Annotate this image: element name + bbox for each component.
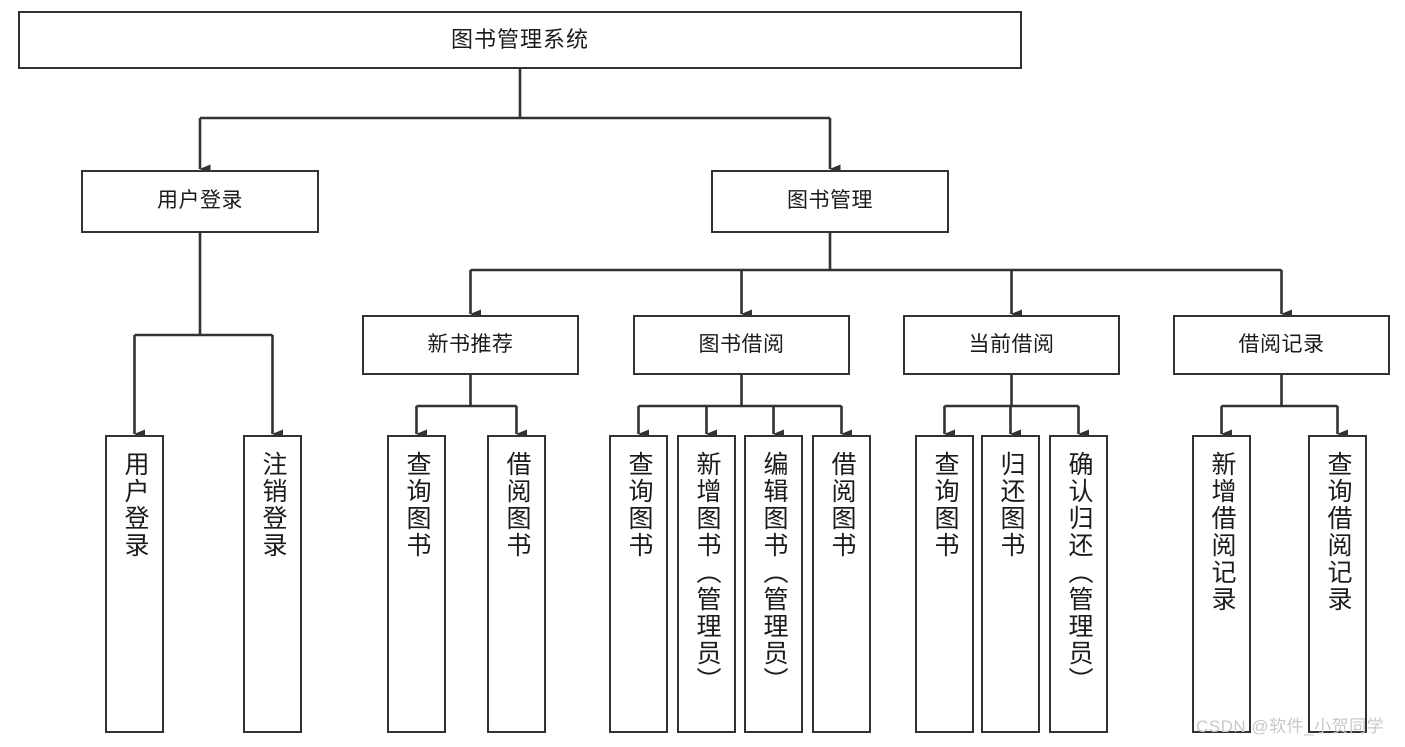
node-label: 新书推荐 (427, 332, 514, 356)
node-label: 确认归还（管理员） (1065, 451, 1093, 694)
node-label: 借阅图书 (503, 451, 531, 559)
node-leaf-7[interactable]: 编辑图书（管理员） (744, 435, 803, 733)
node-leaf-4[interactable]: 借阅图书 (487, 435, 546, 733)
node-label: 注销登录 (259, 451, 287, 559)
node-label: 查询图书 (931, 451, 959, 559)
node-current[interactable]: 当前借阅 (903, 315, 1120, 375)
node-label: 查询借阅记录 (1324, 451, 1352, 613)
node-label: 用户登录 (121, 451, 149, 559)
node-label: 新增借阅记录 (1208, 451, 1236, 613)
node-label: 用户登录 (157, 189, 243, 213)
node-label: 归还图书 (997, 451, 1025, 559)
node-leaf-10[interactable]: 归还图书 (981, 435, 1040, 733)
node-label: 当前借阅 (968, 332, 1055, 356)
node-label: 查询图书 (625, 451, 653, 559)
node-leaf-11[interactable]: 确认归还（管理员） (1049, 435, 1108, 733)
node-leaf-6[interactable]: 新增图书（管理员） (677, 435, 736, 733)
node-login[interactable]: 用户登录 (81, 170, 319, 233)
node-root[interactable]: 图书管理系统 (18, 11, 1022, 69)
node-label: 查询图书 (403, 451, 431, 559)
node-records[interactable]: 借阅记录 (1173, 315, 1390, 375)
node-leaf-1[interactable]: 用户登录 (105, 435, 164, 733)
node-label: 借阅记录 (1238, 332, 1325, 356)
node-label: 图书借阅 (698, 332, 785, 356)
node-bookmgmt[interactable]: 图书管理 (711, 170, 949, 233)
node-label: 图书管理系统 (450, 27, 589, 53)
watermark-text: CSDN @软件_小贺同学 (1196, 717, 1385, 736)
node-label: 图书管理 (787, 189, 873, 213)
node-leaf-9[interactable]: 查询图书 (915, 435, 974, 733)
node-label: 新增图书（管理员） (693, 451, 721, 694)
node-leaf-8[interactable]: 借阅图书 (812, 435, 871, 733)
node-leaf-5[interactable]: 查询图书 (609, 435, 668, 733)
node-leaf-13[interactable]: 查询借阅记录 (1308, 435, 1367, 733)
node-leaf-2[interactable]: 注销登录 (243, 435, 302, 733)
node-newbook[interactable]: 新书推荐 (362, 315, 579, 375)
node-label: 编辑图书（管理员） (760, 451, 788, 694)
node-leaf-3[interactable]: 查询图书 (387, 435, 446, 733)
node-leaf-12[interactable]: 新增借阅记录 (1192, 435, 1251, 733)
node-label: 借阅图书 (828, 451, 856, 559)
node-borrow[interactable]: 图书借阅 (633, 315, 850, 375)
